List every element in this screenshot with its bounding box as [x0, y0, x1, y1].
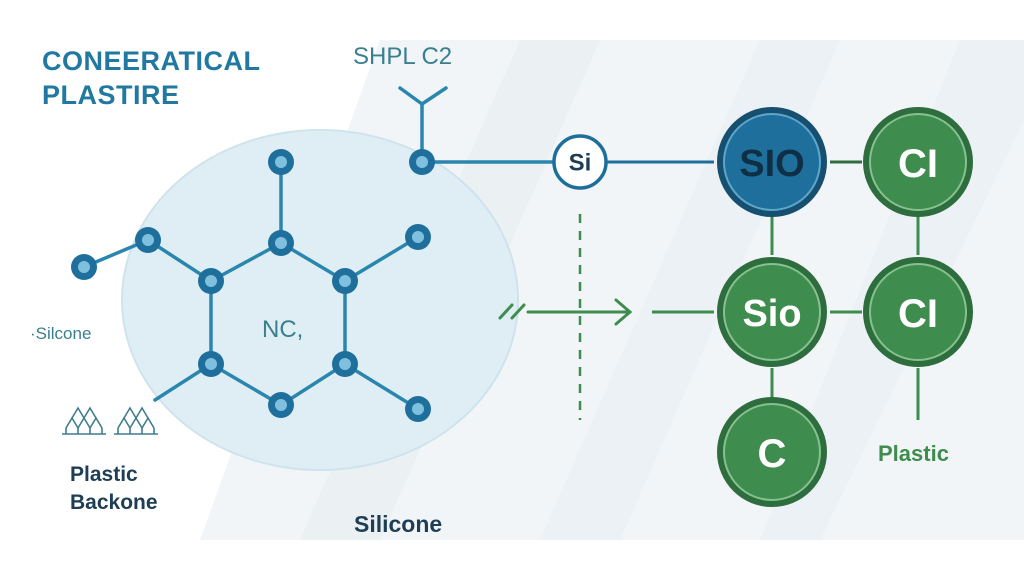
atom-ci-mid-label: CI — [898, 292, 938, 336]
node — [332, 268, 358, 294]
atom-sio-mid-label: Sio — [742, 293, 801, 335]
bond — [420, 86, 448, 106]
bond — [343, 362, 420, 411]
atom-c-bottom: C — [717, 397, 827, 507]
node — [71, 254, 97, 280]
bond — [209, 362, 283, 407]
node — [268, 392, 294, 418]
node — [405, 224, 431, 250]
node — [268, 149, 294, 175]
atom-sio-top: SIO — [717, 107, 827, 217]
lattice-icon — [62, 406, 158, 435]
silicone-bottom-label: Silicone — [354, 511, 442, 537]
atom-ci-mid: CI — [863, 257, 973, 367]
title-line-2: PLASTIRE — [42, 80, 180, 110]
node — [198, 351, 224, 377]
molecule-nodes — [71, 149, 435, 422]
node — [409, 149, 435, 175]
atom-si-label: Si — [569, 150, 592, 177]
bond — [343, 235, 420, 283]
ring-label: NC, — [262, 316, 303, 343]
node — [198, 268, 224, 294]
node — [268, 230, 294, 256]
plastic-backbone-label-line-1: Plastic — [70, 463, 138, 486]
atom-ci-top: CI — [863, 107, 973, 217]
arrow-icon — [498, 298, 633, 326]
bond — [209, 241, 283, 283]
atom-sio-mid: Sio — [717, 257, 827, 367]
molecule-circle — [121, 129, 519, 471]
title-line-1: CONEERATICAL — [42, 46, 261, 76]
silicone-small-label: ·Silcone — [30, 324, 91, 343]
plastic-backbone-label-line-2: Backone — [70, 491, 158, 514]
top-label: SHPL C2 — [353, 43, 452, 70]
bond — [398, 86, 424, 106]
right-connectors — [498, 160, 920, 420]
atom-c-bottom-label: C — [758, 432, 787, 476]
atom-ci-top-label: CI — [898, 142, 938, 186]
atom-sio-top-label: SIO — [739, 143, 804, 185]
plastic-right-label: Plastic — [878, 441, 949, 466]
node — [405, 396, 431, 422]
node — [332, 351, 358, 377]
atom-si: Si — [552, 134, 608, 190]
node — [135, 227, 161, 253]
